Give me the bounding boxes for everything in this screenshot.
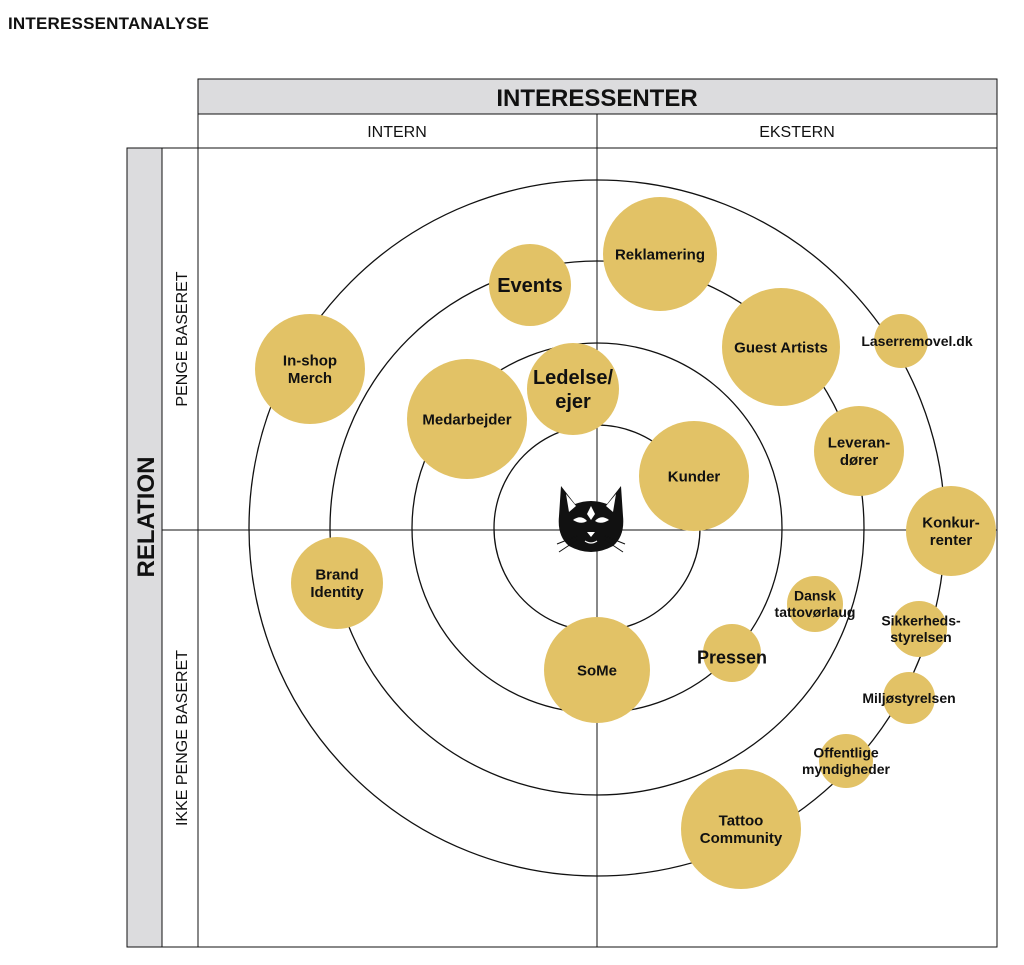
label-guest-artists: Guest Artists [734,339,828,356]
side-ikke-penge-baseret: IKKE PENGE BASERET [174,650,191,826]
label-in-shop-merch-line: In-shop [283,352,337,369]
label-laserremovel-line: Laserremovel.dk [861,333,972,349]
side-relation-band [126,147,163,948]
bubble-dansk-tattovorlaug [787,576,843,632]
bubble-leverandorer [814,406,904,496]
ring-outer [329,260,865,796]
label-ledelse-ejer: Ledelse/ejer [533,367,613,413]
header-interessenter-band [197,78,998,115]
page-title: INTERESSENTANALYSE [8,14,210,33]
label-ledelse-ejer-line: ejer [555,391,591,413]
label-brand-identity-line: Brand [315,566,358,583]
label-events: Events [497,275,563,297]
label-some-line: SoMe [577,662,617,679]
bubble-medarbejder [407,359,527,479]
label-tattoo-community-line: Tattoo [719,812,764,829]
label-konkurrenter-line: Konkur- [922,514,980,531]
label-laserremovel: Laserremovel.dk [861,333,972,349]
label-kunder-line: Kunder [668,468,721,485]
header-interessenter: INTERESSENTER [496,85,697,112]
bubble-pressen [703,624,761,682]
bubble-reklamering [603,197,717,311]
label-sikkerhedsstyrelsen-line: Sikkerheds- [881,613,961,629]
bubble-some [544,617,650,723]
label-kunder: Kunder [668,468,721,485]
label-sikkerhedsstyrelsen: Sikkerheds-styrelsen [881,613,961,646]
label-ledelse-ejer-line: Ledelse/ [533,367,613,389]
bubble-guest-artists [722,288,840,406]
bubble-in-shop-merch [255,314,365,424]
label-konkurrenter-line: renter [930,532,973,549]
stakeholder-bubbles [255,197,996,889]
label-dansk-tattovorlaug-line: Dansk [794,588,836,604]
label-brand-identity-line: Identity [310,584,364,601]
bubble-brand-identity [291,537,383,629]
header-intern: INTERN [367,124,427,141]
bubble-sikkerhedsstyrelsen [891,601,947,657]
label-events-line: Events [497,275,563,297]
label-medarbejder-line: Medarbejder [422,411,511,428]
bubble-events [489,244,571,326]
black-cat-icon [556,486,626,553]
side-penge-baseret: PENGE BASERET [174,271,191,406]
label-miljostyrelsen-line: Miljøstyrelsen [862,690,955,706]
label-leverandorer-line: Leveran- [828,434,891,451]
bubble-laserremovel [874,314,928,368]
label-in-shop-merch-line: Merch [288,370,332,387]
bubble-miljostyrelsen [883,672,935,724]
bubble-konkurrenter [906,486,996,576]
label-reklamering-line: Reklamering [615,246,705,263]
label-sikkerhedsstyrelsen-line: styrelsen [890,629,951,645]
side-subcolumn [161,147,199,948]
label-some: SoMe [577,662,617,679]
label-guest-artists-line: Guest Artists [734,339,828,356]
label-reklamering: Reklamering [615,246,705,263]
label-konkurrenter: Konkur-renter [922,514,980,549]
label-offentlige-myndigheder-line: myndigheder [802,761,890,777]
label-leverandorer: Leveran-dører [828,434,891,469]
bubble-offentlige-myndigheder [819,734,873,788]
bubble-tattoo-community [681,769,801,889]
bubble-kunder [639,421,749,531]
label-pressen-line: Pressen [697,647,767,667]
label-medarbejder: Medarbejder [422,411,511,428]
label-miljostyrelsen: Miljøstyrelsen [862,690,955,706]
label-leverandorer-line: dører [840,452,879,469]
bubble-ledelse-ejer [527,343,619,435]
label-tattoo-community-line: Community [700,830,783,847]
header-ekstern: EKSTERN [759,124,835,141]
label-pressen: Pressen [697,647,767,667]
label-dansk-tattovorlaug-line: tattovørlaug [775,604,856,620]
side-relation: RELATION [133,457,160,578]
label-offentlige-myndigheder-line: Offentlige [813,745,879,761]
